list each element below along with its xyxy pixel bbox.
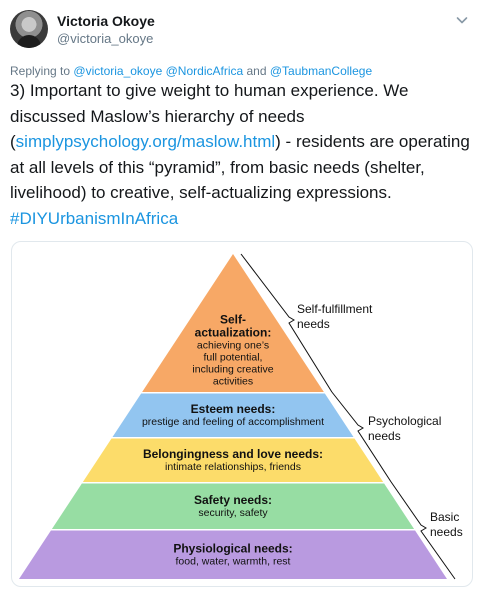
tweet-text-part: 3) Important to give weight to human exp… — [10, 81, 409, 152]
pyramid-level — [82, 438, 384, 482]
group-label: needs — [368, 429, 401, 443]
group-brace — [240, 253, 333, 393]
group-label: Psychological — [368, 414, 441, 428]
group-label: needs — [297, 317, 330, 331]
reply-user-link[interactable]: @TaubmanCollege — [269, 64, 373, 78]
group-brace — [331, 391, 392, 483]
group-brace — [390, 481, 456, 580]
pyramid-level — [112, 393, 354, 437]
pyramid-level-description: activities — [213, 376, 253, 388]
pyramid-level — [19, 530, 447, 579]
group-label: Basic — [430, 510, 459, 524]
author-handle[interactable]: @victoria_okoye — [57, 31, 154, 46]
hashtag-link[interactable]: #DIYUrbanismInAfrica — [10, 208, 179, 228]
chevron-down-icon[interactable] — [454, 12, 470, 28]
pyramid-level-title: Belongingness and love needs: — [143, 447, 323, 461]
reply-and: and — [246, 64, 267, 78]
avatar[interactable] — [10, 10, 48, 48]
tweet-link[interactable]: simplypsychology.org/maslow.html — [15, 132, 276, 152]
pyramid-level — [51, 483, 415, 529]
pyramid-level-description: prestige and feeling of accomplishment — [142, 416, 324, 428]
tweet-text: 3) Important to give weight to human exp… — [10, 78, 472, 232]
pyramid-level-title: Esteem needs: — [191, 402, 276, 416]
reply-user-link[interactable]: @victoria_okoye — [73, 64, 163, 78]
group-label: Self-fulfillment — [297, 302, 373, 316]
pyramid-level-description: food, water, warmth, rest — [176, 555, 291, 567]
pyramid-level-description: security, safety — [198, 507, 268, 519]
pyramid-level-title: Physiological needs: — [173, 541, 292, 555]
pyramid-level — [142, 254, 324, 392]
pyramid-level-description: achieving one’s — [197, 340, 269, 352]
pyramid-level-description: intimate relationships, friends — [165, 461, 301, 473]
tweet-text-part: ) - residents are operating at all level… — [10, 132, 470, 203]
group-label: needs — [430, 525, 463, 539]
pyramid-level-title: Safety needs: — [194, 493, 272, 507]
pyramid-level-title: actualization: — [195, 326, 272, 340]
reply-context: Replying to @victoria_okoye @NordicAfric… — [10, 64, 372, 78]
pyramid-level-description: full potential, — [204, 352, 263, 364]
reply-prefix: Replying to — [10, 64, 71, 78]
pyramid-level-title: Self- — [220, 313, 246, 327]
reply-user-link[interactable]: @NordicAfrica — [165, 64, 244, 78]
pyramid-level-description: including creative — [192, 364, 273, 376]
author-name[interactable]: Victoria Okoye — [57, 13, 155, 29]
